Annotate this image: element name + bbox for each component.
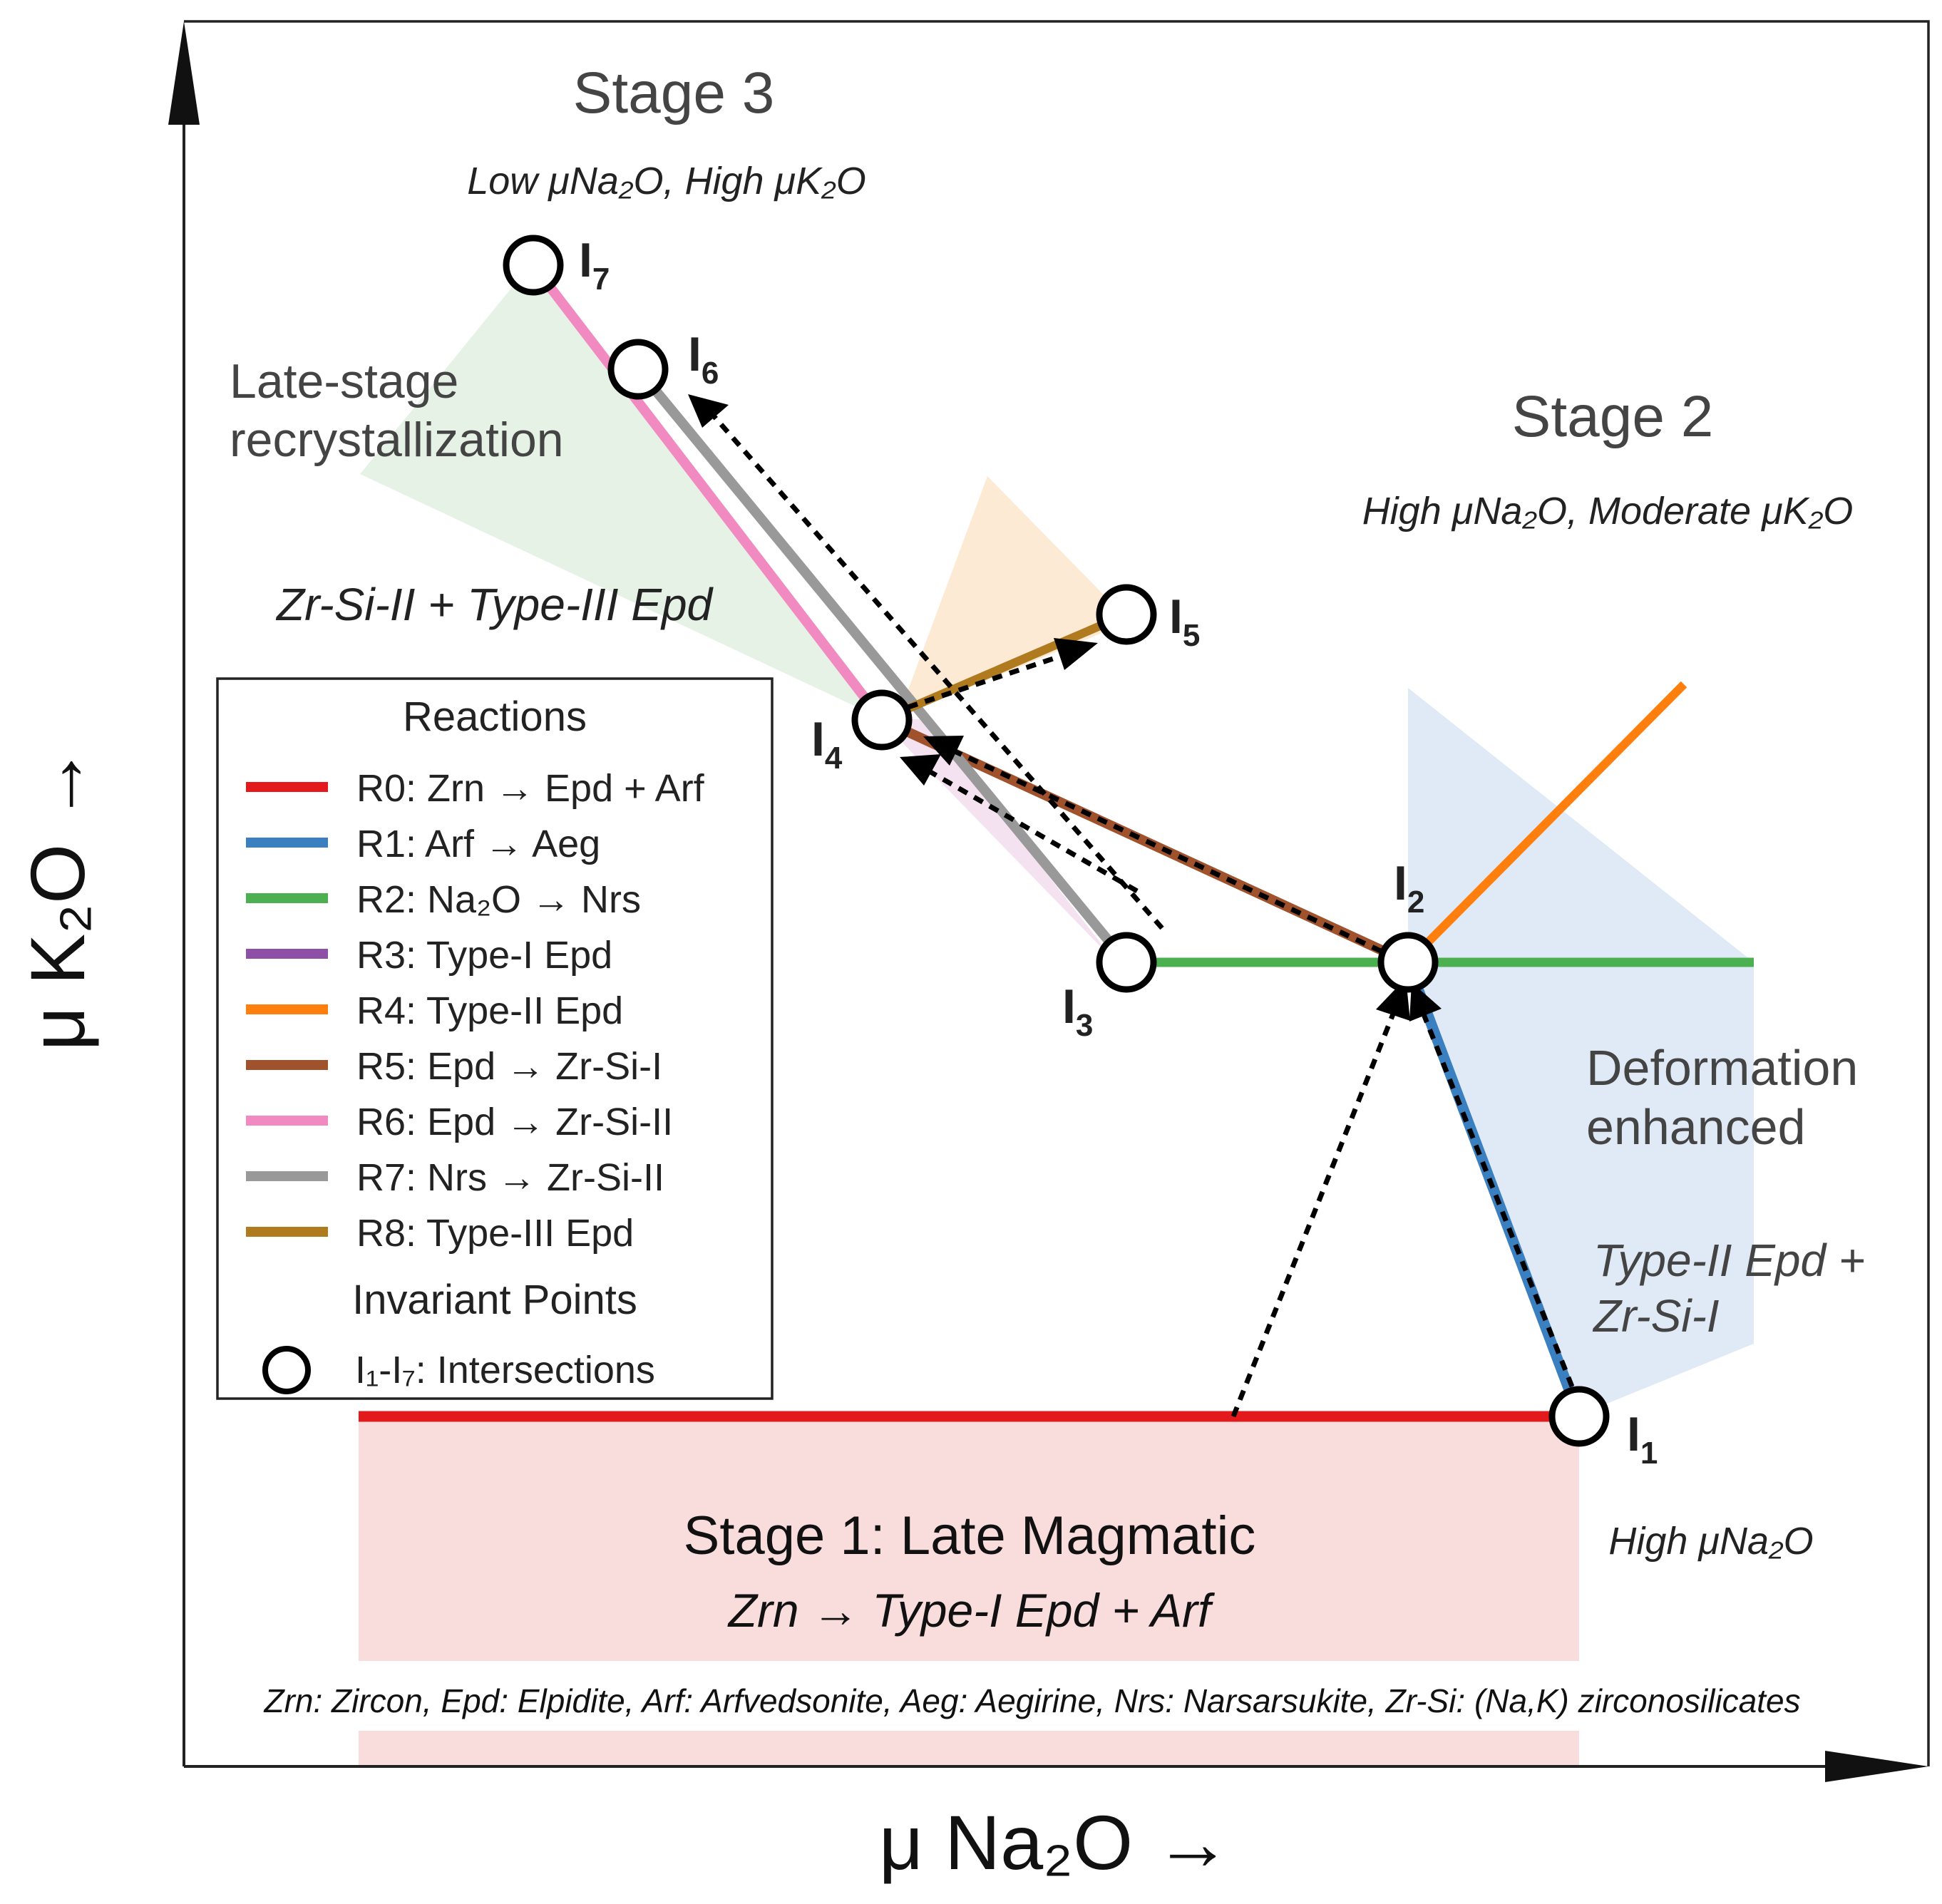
y-axis-arrowhead — [168, 21, 200, 125]
stage3-condition: Low μNa₂O, High μK₂O — [467, 160, 866, 202]
reaction-line-r1 — [1402, 960, 1585, 1419]
point-label-i1: I1 — [1627, 1407, 1658, 1471]
pink-wedge — [877, 716, 1116, 962]
late-stage-label-line1: Late-stage — [230, 354, 458, 408]
plot-frame — [184, 20, 1930, 1766]
legend-label-r7: R7: Nrs → Zr-Si-II — [356, 1156, 664, 1199]
legend-label-r2: R2: Na₂O → Nrs — [356, 878, 641, 921]
stage2-condition: High μNa₂O, Moderate μK₂O — [1362, 490, 1854, 532]
arrow-to-i6 — [709, 411, 1164, 930]
legend-point-marker — [262, 1346, 311, 1394]
point-label-i7: I7 — [579, 233, 610, 297]
invariant-point-i5 — [1096, 584, 1157, 645]
legend-label-r5: R5: Epd → Zr-Si-I — [356, 1045, 662, 1088]
late-stage-label-line2: recrystallization — [230, 413, 564, 467]
stage1-region — [359, 1416, 1579, 1661]
path-arrowheads — [688, 394, 1442, 1022]
invariant-point-i4 — [851, 689, 913, 751]
arrow-i2-to-i4 — [940, 742, 1399, 962]
late-stage-region — [360, 264, 877, 716]
legend-points-title: Invariant Points — [352, 1277, 637, 1323]
path-arrows — [709, 411, 1575, 1418]
deformation-label-line2: enhanced — [1586, 1099, 1806, 1155]
arrowhead-to-i4-lower — [900, 754, 941, 786]
legend-label-r6: R6: Epd → Zr-Si-II — [356, 1101, 673, 1143]
x-axis-label: μ Na₂O → — [879, 1799, 1231, 1885]
invariant-point-i1 — [1548, 1386, 1610, 1447]
legend-label-r4: R4: Type-II Epd — [356, 989, 623, 1032]
legend-label-r1: R1: Arf → Aeg — [356, 823, 600, 865]
deformation-label-line1: Deformation — [1586, 1040, 1858, 1096]
invariant-points — [503, 235, 1610, 1447]
orange-region — [898, 476, 1130, 716]
reaction-line-r7 — [634, 366, 1131, 966]
type-ii-label-line1: Type-II Epd + — [1593, 1235, 1865, 1286]
legend-label-r0: R0: Zrn → Epd + Arf — [356, 767, 705, 810]
legend-label-r3: R3: Type-I Epd — [356, 934, 612, 977]
arrow-to-i4-lower — [925, 767, 1139, 894]
arrowhead-i2-to-i4 — [923, 736, 964, 766]
stage1-region-strip — [359, 1731, 1579, 1766]
reaction-line-r6 — [529, 262, 886, 724]
stage1-title: Stage 1: Late Magmatic — [684, 1506, 1256, 1566]
x-axis-arrowhead — [1825, 1751, 1928, 1782]
stage1-condition: High μNa₂O — [1608, 1520, 1813, 1563]
type-ii-label-line2: Zr-Si-I — [1592, 1290, 1720, 1342]
invariant-point-i3 — [1096, 932, 1157, 993]
point-label-i4: I4 — [811, 712, 843, 776]
arrowhead-i1-to-i2 — [1409, 982, 1442, 1022]
reaction-line-r4 — [1404, 681, 1687, 966]
legend-points-label: I₁-I₇: Intersections — [355, 1349, 655, 1391]
invariant-point-i6 — [607, 339, 669, 400]
stage3-title: Stage 3 — [573, 61, 775, 125]
arrow-to-i5 — [890, 652, 1067, 716]
invariant-point-i2 — [1377, 932, 1439, 993]
legend-box — [216, 677, 774, 1400]
zr-si-ii-region-label: Zr-Si-II + Type-III Epd — [275, 579, 714, 630]
invariant-point-labels: I1 I2 I3 I4 I5 I6 I7 — [579, 233, 1658, 1471]
footnote: Zrn: Zircon, Epd: Elpidite, Arf: Arfveds… — [263, 1682, 1800, 1719]
stage1-reaction: Zrn → Type-I Epd + Arf — [727, 1584, 1216, 1637]
arrowhead-to-i5 — [1054, 638, 1098, 670]
point-label-i6: I6 — [688, 327, 719, 391]
point-label-i5: I5 — [1169, 590, 1200, 653]
arrow-i1-to-i2 — [1419, 1009, 1575, 1388]
point-label-i3: I3 — [1062, 979, 1093, 1043]
y-axis-label: μ K₂O → — [14, 746, 101, 1051]
invariant-point-i7 — [503, 235, 564, 296]
legend-label-r8: R8: Type-III Epd — [356, 1212, 634, 1255]
legend-title: Reactions — [403, 694, 587, 740]
arrowhead-to-i6 — [688, 394, 729, 428]
arrow-r0-to-i2 — [1231, 1011, 1397, 1418]
point-label-i2: I2 — [1394, 856, 1424, 920]
reaction-line-r8 — [880, 610, 1129, 724]
stage2-title: Stage 2 — [1512, 384, 1714, 449]
